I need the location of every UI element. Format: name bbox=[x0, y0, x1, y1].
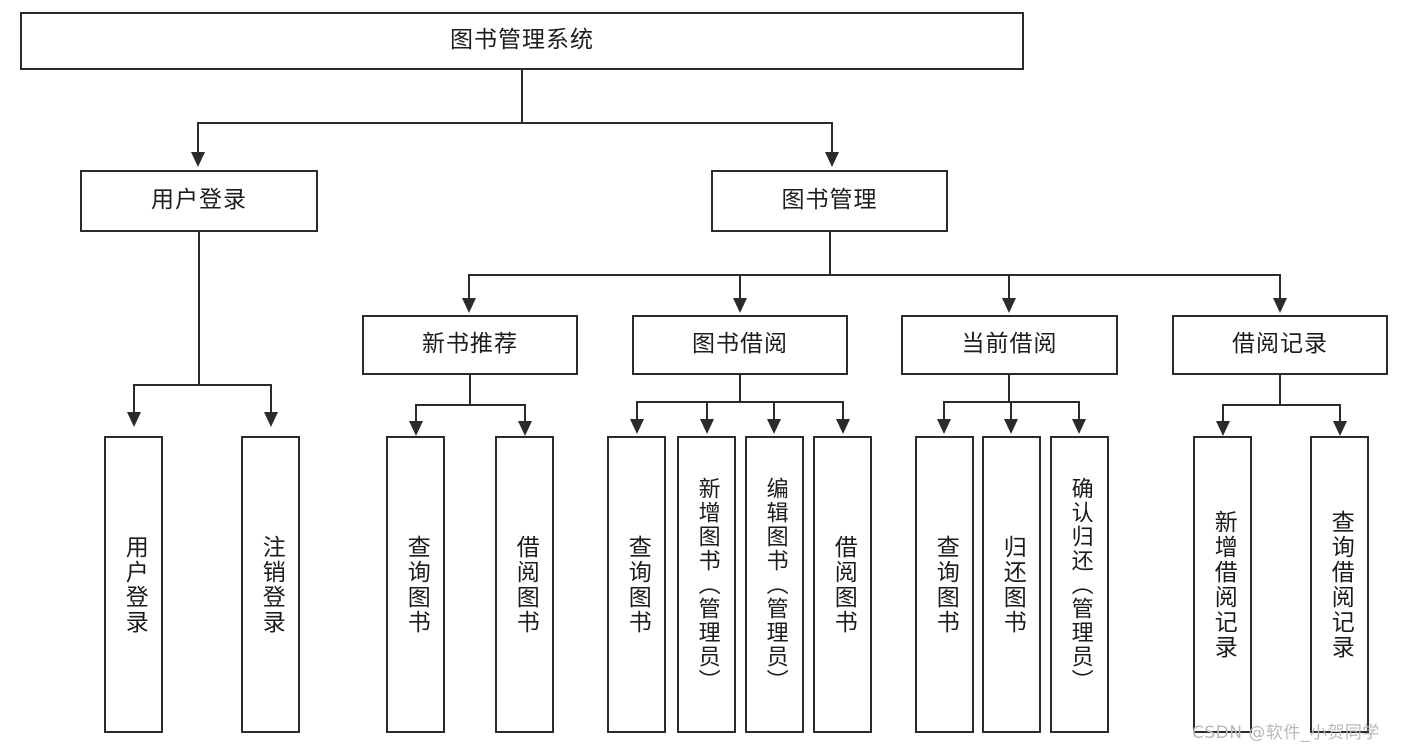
edge-bb-to-leaf4 bbox=[842, 401, 844, 419]
node-label: 新书推荐 bbox=[422, 331, 518, 358]
node-label: 编辑图书（管理员） bbox=[762, 476, 788, 693]
arrow-bm-to-borrow-record bbox=[1273, 298, 1287, 313]
edge-book-borrow-stem bbox=[739, 375, 741, 401]
arrow-newbook-to-leaf2 bbox=[518, 421, 532, 436]
arrow-root-to-user-login bbox=[191, 152, 205, 167]
node-label: 注销登录 bbox=[258, 534, 285, 635]
edge-user-login-to-leaf1 bbox=[133, 384, 135, 412]
edge-br-to-leaf2 bbox=[1339, 404, 1341, 422]
node-label: 图书管理系统 bbox=[450, 27, 594, 54]
arrow-cb-to-leaf3 bbox=[1072, 419, 1086, 434]
node-book-management[interactable]: 图书管理 bbox=[711, 170, 948, 232]
node-label: 新增图书（管理员） bbox=[694, 476, 720, 693]
edge-borrow-record-bus bbox=[1222, 404, 1340, 406]
edge-new-book-stem bbox=[469, 375, 471, 404]
arrow-br-to-leaf2 bbox=[1333, 421, 1347, 436]
leaf-query-borrow-record[interactable]: 查询借阅记录 bbox=[1310, 436, 1369, 733]
node-label: 确认归还（管理员） bbox=[1067, 476, 1093, 693]
edge-new-book-bus bbox=[415, 404, 525, 406]
arrow-bb-to-leaf4 bbox=[836, 419, 850, 434]
edge-user-login-stem bbox=[198, 232, 200, 384]
edge-current-borrow-stem bbox=[1008, 375, 1010, 401]
edge-newbook-to-leaf1 bbox=[415, 404, 417, 422]
node-label: 查询图书 bbox=[403, 534, 430, 635]
edge-cb-to-leaf1 bbox=[943, 401, 945, 419]
leaf-query-book-borrow[interactable]: 查询图书 bbox=[607, 436, 666, 733]
node-label: 归还图书 bbox=[999, 534, 1026, 635]
node-book-borrow[interactable]: 图书借阅 bbox=[632, 315, 848, 375]
node-label: 新增借阅记录 bbox=[1210, 509, 1237, 660]
arrow-bm-to-book-borrow bbox=[733, 298, 747, 313]
arrow-bb-to-leaf2 bbox=[700, 419, 714, 434]
arrow-root-to-book-management bbox=[825, 152, 839, 167]
node-root-book-management-system[interactable]: 图书管理系统 bbox=[20, 12, 1024, 70]
edge-bb-to-leaf1 bbox=[636, 401, 638, 419]
csdn-watermark: CSDN @软件_小贺同学 bbox=[1192, 723, 1380, 743]
edge-user-login-bus bbox=[133, 384, 271, 386]
node-label: 查询借阅记录 bbox=[1327, 509, 1354, 660]
leaf-edit-book-admin[interactable]: 编辑图书（管理员） bbox=[745, 436, 804, 733]
arrow-newbook-to-leaf1 bbox=[409, 421, 423, 436]
node-new-book-recommend[interactable]: 新书推荐 bbox=[362, 315, 578, 375]
node-label: 当前借阅 bbox=[961, 331, 1058, 358]
leaf-add-book-admin[interactable]: 新增图书（管理员） bbox=[677, 436, 736, 733]
arrow-br-to-leaf1 bbox=[1216, 421, 1230, 436]
arrow-user-login-to-leaf2 bbox=[264, 412, 278, 427]
node-label: 借阅记录 bbox=[1232, 331, 1328, 358]
leaf-user-login[interactable]: 用户登录 bbox=[104, 436, 163, 733]
edge-bm-to-new-book bbox=[468, 274, 470, 298]
node-label: 图书管理 bbox=[781, 187, 878, 214]
arrow-cb-to-leaf1 bbox=[937, 419, 951, 434]
leaf-add-borrow-record[interactable]: 新增借阅记录 bbox=[1193, 436, 1252, 733]
arrow-bb-to-leaf1 bbox=[630, 419, 644, 434]
node-label: 查询图书 bbox=[624, 534, 651, 635]
edge-root-stem bbox=[521, 70, 523, 122]
edge-root-bus bbox=[197, 122, 833, 124]
edge-newbook-to-leaf2 bbox=[524, 404, 526, 422]
node-label: 图书借阅 bbox=[692, 331, 788, 358]
arrow-bb-to-leaf3 bbox=[767, 419, 781, 434]
edge-user-login-to-leaf2 bbox=[270, 384, 272, 412]
edge-book-management-stem bbox=[829, 232, 831, 274]
edge-bm-to-book-borrow bbox=[739, 274, 741, 298]
node-label: 用户登录 bbox=[121, 534, 148, 635]
leaf-query-book-current[interactable]: 查询图书 bbox=[915, 436, 974, 733]
edge-book-borrow-bus bbox=[636, 401, 843, 403]
node-label: 借阅图书 bbox=[512, 534, 539, 635]
node-label: 查询图书 bbox=[932, 534, 959, 635]
node-label: 用户登录 bbox=[151, 187, 247, 214]
node-label: 借阅图书 bbox=[830, 534, 857, 635]
node-borrow-record[interactable]: 借阅记录 bbox=[1172, 315, 1388, 375]
arrow-bm-to-current-borrow bbox=[1002, 298, 1016, 313]
edge-bm-to-current-borrow bbox=[1008, 274, 1010, 298]
edge-book-management-bus bbox=[468, 274, 1280, 276]
node-current-borrow[interactable]: 当前借阅 bbox=[901, 315, 1118, 375]
edge-borrow-record-stem bbox=[1279, 375, 1281, 404]
leaf-return-book[interactable]: 归还图书 bbox=[982, 436, 1041, 733]
edge-bm-to-borrow-record bbox=[1279, 274, 1281, 298]
leaf-confirm-return-admin[interactable]: 确认归还（管理员） bbox=[1050, 436, 1109, 733]
leaf-borrow-book-borrow[interactable]: 借阅图书 bbox=[813, 436, 872, 733]
edge-cb-to-leaf3 bbox=[1078, 401, 1080, 419]
edge-br-to-leaf1 bbox=[1222, 404, 1224, 422]
arrow-cb-to-leaf2 bbox=[1004, 419, 1018, 434]
edge-root-to-user-login bbox=[197, 122, 199, 152]
leaf-borrow-book-newbook[interactable]: 借阅图书 bbox=[495, 436, 554, 733]
node-user-login[interactable]: 用户登录 bbox=[80, 170, 318, 232]
edge-root-to-book-management bbox=[831, 122, 833, 152]
edge-bb-to-leaf3 bbox=[773, 401, 775, 419]
edge-cb-to-leaf2 bbox=[1010, 401, 1012, 419]
leaf-query-book-newbook[interactable]: 查询图书 bbox=[386, 436, 445, 733]
arrow-user-login-to-leaf1 bbox=[127, 412, 141, 427]
arrow-bm-to-new-book bbox=[462, 298, 476, 313]
leaf-logout-login[interactable]: 注销登录 bbox=[241, 436, 300, 733]
edge-bb-to-leaf2 bbox=[706, 401, 708, 419]
